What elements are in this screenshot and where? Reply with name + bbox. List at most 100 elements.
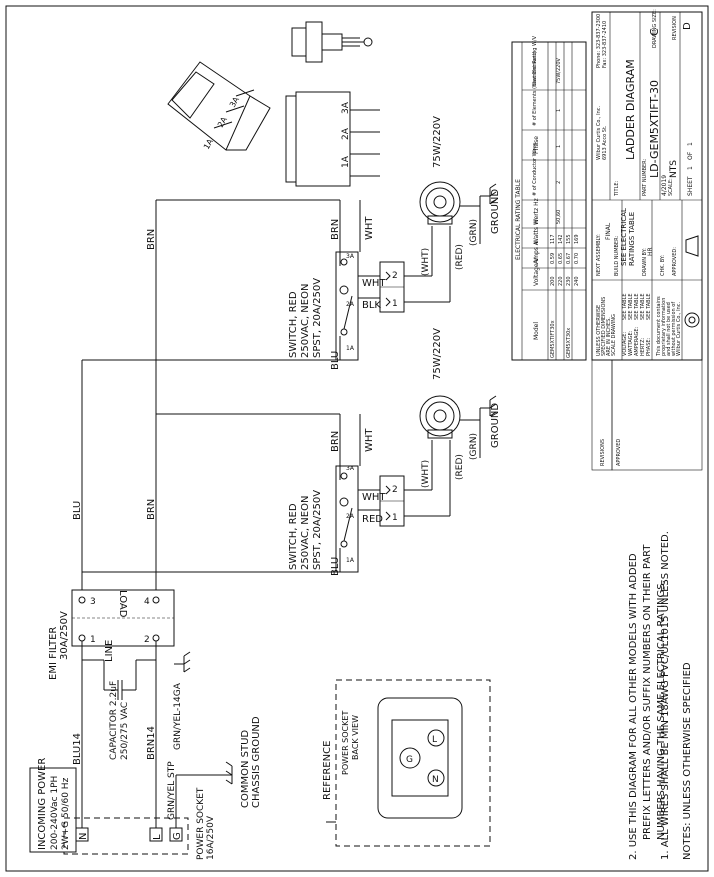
switch-illustration-iso: 1A 2A 3A [167,61,271,151]
incoming-power-voltage: 200-240Vac 1PH [50,776,60,850]
switch-2-brn-label: BRN [330,219,341,240]
wattage-label: WATTAGE: [628,330,634,356]
sheet-of-label: OF [687,151,694,160]
drawing-date: 4/2019 [661,175,668,196]
capacitor-label: CAPACITOR 2.2uF [109,681,119,760]
switch-1-label-1: SWITCH, RED [288,503,299,570]
socket-pin-n-label: N [432,775,439,785]
switch-1: 1A 2A 3A SWITCH, RED 250VAC, NEON SPST, … [288,414,386,576]
rating-row-2-amps: 0.65 [558,253,564,264]
rating-row-4-amps: 0.70 [574,253,580,264]
emi-terminal-2: 2 [144,635,150,645]
rating-row-2-watts: 142 [558,234,564,244]
connector-2-wht-label: (WHT) [421,248,431,276]
socket-pin-l [427,729,445,747]
projection-symbol-circle [684,312,700,328]
incoming-power-config: 2W+G 50/60 Hz [61,777,71,850]
switch-1-label-2: 250VAC, NEON [300,496,311,570]
rating-row-1-watts: 117 [550,234,556,244]
sheet-label: SHEET [687,176,694,196]
connector-2-pin-1: 1 [392,299,398,309]
rating-row-1-amps: 0.59 [550,253,556,264]
drawn-by-value: HR [647,247,654,256]
rating-table-frame [511,41,587,361]
approved-block-label: APPROVED [616,439,622,466]
switch-2-body [335,251,359,361]
emi-terminal-1: 1 [90,635,96,645]
wire-label-brn-main: BRN [146,499,157,520]
reference-socket-view: G L N POWER SOCKET BACK VIEW REFERENCE [322,679,491,847]
switch-2-wht-top-label: WHT [364,216,375,240]
terminal-l-label: L [152,834,163,840]
company-address: 6913 Acco St. [602,125,608,160]
rating-row-1-model: GEM5XTIFT30x [550,320,556,358]
hertz-label: HERTZ: [640,337,646,356]
switch-1-label-3: SPST, 20A/250V [312,490,323,570]
tolerance-note-1: UNLESS OTHERWISE [596,305,602,356]
tolerance-note-2: SPECIFIED DIMENSIONS [601,297,607,356]
amperage-value: SEE TABLE [634,293,640,320]
switch-illustration-side: 1A 2A 3A [285,91,380,187]
connector-1: 2 1 (WHT) (RED) [379,440,465,527]
build-number-label: BUILD NUMBER: [614,236,620,276]
voltage-label: VOLTAGE: [622,332,628,356]
sheet-border [5,5,709,872]
rating-header-amps: Amps A [533,240,540,264]
checked-by-label: CHK. BY: [660,255,666,276]
note-2-line-1: 2. USE THIS DIAGRAM FOR ALL OTHER MODELS… [628,553,639,860]
rating-header-conductors: # of Conductor Wires [532,142,538,196]
incoming-power-title: INCOMING POWER [37,758,48,850]
side-terminal-2a: 2A [341,127,351,140]
rating-row-3-watts: 155 [566,234,572,244]
revision-value: D [682,22,693,30]
emi-terminal-3: 3 [90,597,96,607]
note-1: 1. ALL WIRES SHALL BE MIN 18AWG PVC/UL10… [660,531,671,860]
rating-row-4-voltage: 240 [574,276,580,286]
rating-row-3-model: GEM5XT30x [566,328,572,358]
wire-label-brn14: BRN14 [146,726,157,760]
wire-label-grn-yel-stp: GRN/YEL STP [167,761,177,820]
element-2-ground-label: GROUND [490,189,501,234]
socket-pin-g-label: G [406,755,413,765]
switch-illustration-top [291,21,373,63]
switch-2-blu-label: BLU [330,351,341,370]
connector-1-red-label: (RED) [455,454,465,480]
side-terminal-3a: 3A [341,101,351,114]
rating-header-elements: # of Elements (heat Element) [532,51,538,126]
power-socket-label: POWER SOCKET [196,787,206,860]
socket-pin-l-label: L [432,735,437,745]
drawing-size: C [648,28,661,36]
rating-header-phase: Phase [533,136,540,154]
chassis-label-1: COMMON STUD [240,730,251,808]
switch-1-wht-top-label: WHT [364,428,375,452]
connector-2-red-label: (RED) [455,244,465,270]
confidential-note-2: proprietary information [661,298,667,356]
connector-2: 2 1 (WHT) (RED) [379,226,465,313]
wattage-value: SEE TABLE [628,293,634,320]
side-terminal-1a: 1A [341,155,351,168]
switch-2: 1A 2A 3A SWITCH, RED 250VAC, NEON SPST, … [288,200,386,370]
drawing-size-label: DRAWING SIZE: [652,9,658,48]
projection-symbol-cone [685,235,699,257]
element-1-grn-label: (GRN) [469,433,479,460]
approved-block [611,359,703,471]
socket-pin-n [427,769,445,787]
emi-filter-load-label: LOAD [117,590,128,618]
heating-element-1: (GRN) GROUND 75W/220V [419,328,501,460]
rating-row-1-hertz: 50,60 [556,210,562,224]
switch-2-label-3: SPST, 20A/250V [312,278,323,358]
switch-1-terminal-2a: 2A [346,513,355,520]
scale-label: SCALE: [668,178,674,196]
emi-filter-ground: GRN/YEL-14GA [173,651,191,750]
part-number-label: PART NUMBER: [642,159,648,196]
switch-1-terminal-1a: 1A [346,557,355,564]
rating-row-2-voltage: 220 [558,276,564,286]
build-number-line-2: RATINGS TABLE [628,212,636,266]
revisions-label: REVISIONS [600,439,606,466]
connector-1-pin-2: 2 [392,485,398,495]
element-2-grn-label: (GRN) [469,219,479,246]
rating-header-voltage: Voltage V [533,257,540,286]
switch-1-wht-label: WHT [362,492,386,503]
next-assembly-label: NEXT ASSEMBLY: [596,234,602,276]
title-block: Wilbur Curtis Co., Inc. 6913 Acco St. Ph… [591,9,703,471]
